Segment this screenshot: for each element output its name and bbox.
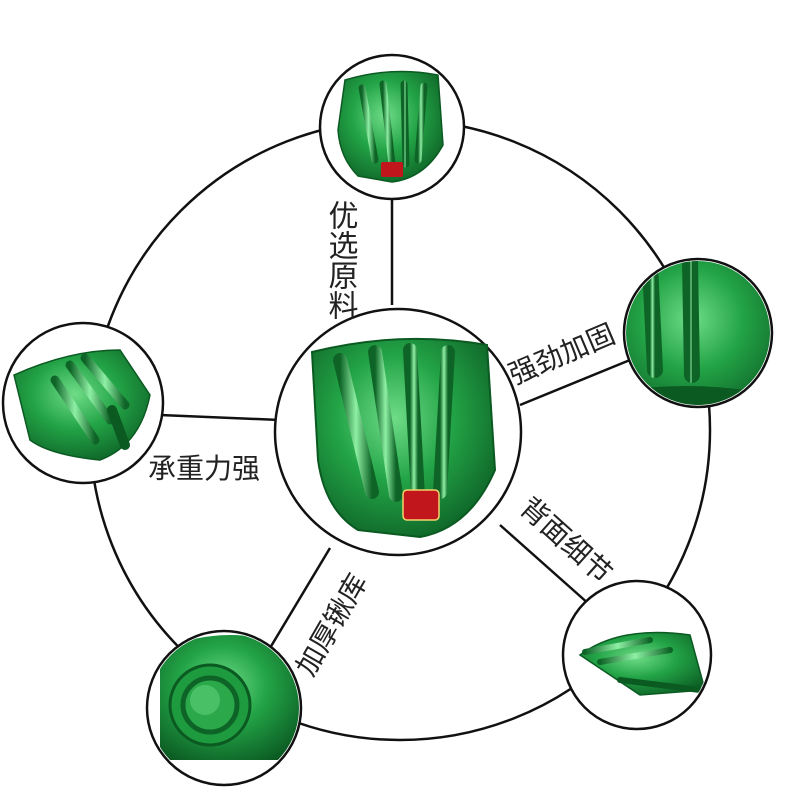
label-bottom-left: 加厚锹库 (289, 568, 374, 682)
label-top: 优选原料 (323, 200, 359, 320)
right-detail-photo (622, 257, 774, 409)
left-detail-photo (1, 321, 165, 485)
brand-badge (402, 489, 440, 521)
label-bottom-right: 背面细节 (513, 491, 618, 590)
bottom-right-detail-photo (561, 579, 713, 731)
connector-lines (159, 198, 631, 649)
label-left: 承重力强 (148, 452, 260, 485)
top-detail-photo (318, 53, 466, 201)
center-shovel-photo (273, 307, 523, 557)
label-right: 强劲加固 (504, 317, 620, 391)
bottom-left-detail-photo (145, 629, 303, 787)
